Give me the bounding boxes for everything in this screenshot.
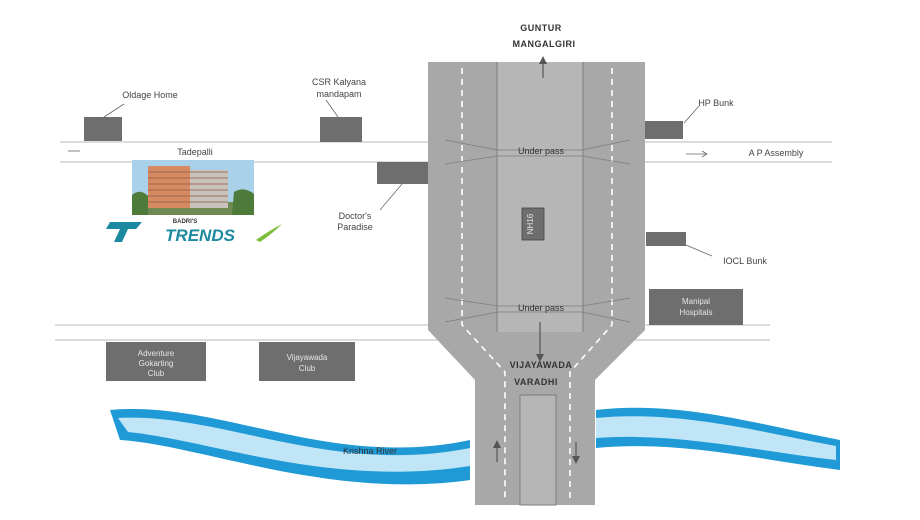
pointers bbox=[68, 99, 713, 257]
adventure-label-line1: Adventure bbox=[138, 349, 175, 358]
oldage-home-label: Oldage Home bbox=[122, 90, 178, 100]
pointer-line bbox=[325, 99, 339, 118]
river-band-right-light bbox=[596, 416, 836, 460]
landmarks bbox=[84, 117, 743, 381]
manipal-block bbox=[649, 289, 743, 325]
manipal-label-line2: Hospitals bbox=[680, 308, 713, 317]
oldage-home-block bbox=[84, 117, 122, 141]
photo-tree bbox=[132, 191, 148, 215]
doctors-label-line2: Paradise bbox=[337, 222, 373, 232]
hp-bunk-label: HP Bunk bbox=[698, 98, 734, 108]
vijayawada-label: VIJAYAWADA bbox=[510, 360, 573, 370]
underpass-lines bbox=[444, 297, 631, 323]
pointer-line bbox=[683, 105, 700, 124]
logo-swoosh bbox=[256, 224, 282, 242]
adventure-club-block bbox=[106, 342, 206, 381]
underpass-bottom-label: Under pass bbox=[518, 303, 565, 313]
arrow-up-icon bbox=[493, 440, 501, 448]
hp-bunk-block bbox=[645, 121, 683, 139]
trends-logo: BADRI'S TRENDS bbox=[106, 219, 282, 245]
highway-median-lower bbox=[519, 394, 557, 506]
pointer-line bbox=[103, 103, 125, 118]
photo-floors bbox=[148, 171, 228, 203]
doctors-paradise-block bbox=[377, 162, 428, 184]
varadhi-label: VARADHI bbox=[514, 377, 558, 387]
nh-label: NH16 bbox=[526, 213, 535, 234]
logo-small-text: BADRI'S bbox=[173, 219, 197, 225]
csr-label-line1: CSR Kalyana bbox=[312, 77, 366, 87]
adventure-label-line2: Gokarting bbox=[139, 359, 174, 368]
logo-mark bbox=[106, 222, 142, 242]
underpass-top-label: Under pass bbox=[518, 146, 565, 156]
arrow-down-icon bbox=[572, 456, 580, 464]
lane-dash-left bbox=[461, 68, 506, 500]
krishna-river-label: Krishna River bbox=[343, 446, 397, 456]
doctors-label-line1: Doctor's bbox=[339, 211, 372, 221]
underpass-lines bbox=[444, 139, 631, 165]
tadepalli-label: Tadepalli bbox=[177, 147, 213, 157]
manipal-label-line1: Manipal bbox=[682, 297, 710, 306]
highway bbox=[428, 56, 645, 506]
lane-dash-right bbox=[569, 68, 613, 500]
iocl-bunk-block bbox=[646, 232, 686, 246]
csr-label-line2: mandapam bbox=[316, 89, 361, 99]
highway-median bbox=[497, 62, 583, 332]
vijayawada-club-label-line2: Club bbox=[299, 364, 316, 373]
krishna-river bbox=[110, 407, 840, 485]
iocl-bunk-label: IOCL Bunk bbox=[723, 256, 767, 266]
guntur-label: GUNTUR bbox=[520, 23, 562, 33]
mangalgiri-label: MANGALGIRI bbox=[513, 39, 576, 49]
csr-kalyana-block bbox=[320, 117, 362, 142]
building-photo bbox=[132, 160, 254, 215]
photo-tree bbox=[232, 189, 254, 215]
logo-main-text: TRENDS bbox=[165, 226, 236, 245]
pointer-line bbox=[685, 244, 713, 257]
assembly-arrow-head bbox=[701, 150, 708, 158]
ap-assembly-label: A P Assembly bbox=[749, 148, 804, 158]
pointer-line bbox=[379, 183, 403, 211]
arrow-up-icon bbox=[539, 56, 547, 64]
arrow-down-icon bbox=[536, 354, 544, 362]
map-labels: GUNTUR MANGALGIRI VIJAYAWADA VARADHI Old… bbox=[122, 23, 804, 456]
vijayawada-club-label-line1: Vijayawada bbox=[287, 353, 328, 362]
nh-sign bbox=[521, 207, 545, 241]
photo-tower bbox=[148, 166, 190, 208]
vijayawada-club-block bbox=[259, 342, 355, 381]
river-band-light bbox=[118, 417, 470, 472]
adventure-label-line3: Club bbox=[148, 369, 165, 378]
